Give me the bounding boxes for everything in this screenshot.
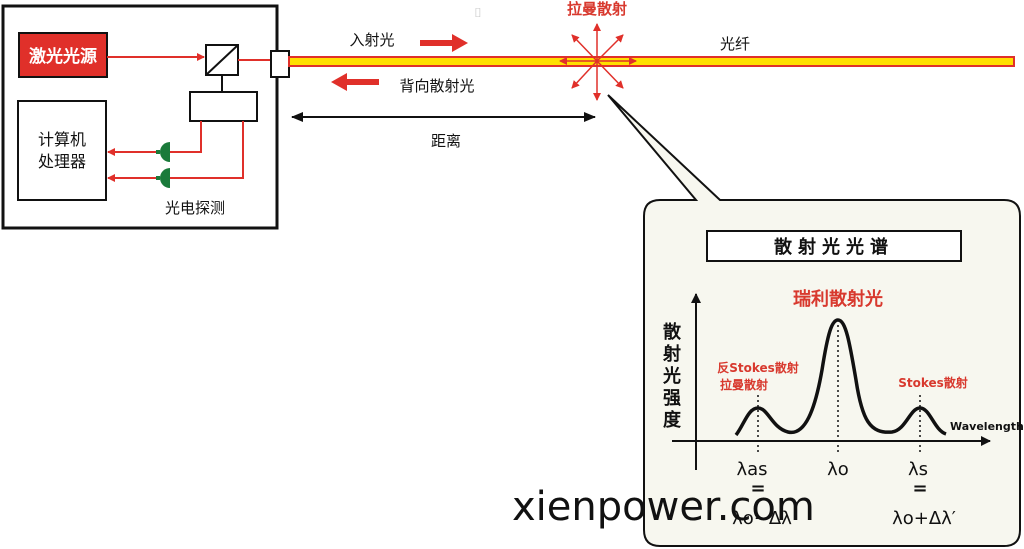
computer-box bbox=[17, 100, 107, 201]
eq-sign-as: = bbox=[750, 478, 765, 499]
photo-detect-label: 光电探测 bbox=[165, 199, 225, 217]
y-axis-char-3: 光 bbox=[662, 365, 681, 387]
detector-line-upper bbox=[170, 121, 202, 153]
fiber-connector bbox=[270, 50, 290, 78]
photodetector-lower-base bbox=[156, 176, 160, 180]
spectrum-curve bbox=[734, 318, 947, 437]
lambda-as-label: λas bbox=[736, 459, 767, 480]
stokes-label: Stokes散射 bbox=[898, 375, 968, 390]
y-axis-char-4: 强 bbox=[663, 388, 681, 409]
photodetector-upper bbox=[160, 142, 170, 162]
eq-sign-s: = bbox=[912, 478, 927, 499]
spectrum-title: 散射光光谱 bbox=[774, 236, 894, 258]
laser-source-box bbox=[18, 32, 108, 78]
splitter-diagonal bbox=[205, 44, 239, 76]
scatter-starburst bbox=[559, 23, 637, 101]
formula-as: λo−Δλ bbox=[732, 508, 792, 529]
photodetector-upper-base bbox=[156, 150, 160, 154]
backscatter-arrow bbox=[331, 73, 379, 91]
x-axis-label: Wavelength bbox=[950, 420, 1024, 433]
y-axis-char-5: 度 bbox=[663, 409, 682, 431]
anti-stokes-label-2: 拉曼散射 bbox=[720, 377, 768, 392]
spectrum-title-box bbox=[706, 230, 962, 262]
callout-bubble bbox=[607, 94, 1021, 547]
formula-s: λo+Δλ′ bbox=[892, 508, 956, 529]
distance-label: 距离 bbox=[431, 132, 461, 150]
optical-fiber bbox=[288, 56, 1015, 67]
y-axis-char-1: 散 bbox=[663, 321, 682, 343]
watermark-text: xienpower.com bbox=[512, 484, 815, 530]
filter-box bbox=[189, 91, 258, 122]
lambda-s-label: λs bbox=[908, 459, 928, 480]
detector-line-lower bbox=[170, 121, 244, 179]
y-axis-char-2: 射 bbox=[662, 343, 681, 365]
raman-scatter-label: 拉曼散射 bbox=[567, 0, 627, 18]
laser-source-label: 激光光源 bbox=[29, 46, 97, 67]
incident-light-label: 入射光 bbox=[349, 31, 394, 49]
backscatter-label: 背向散射光 bbox=[399, 77, 474, 95]
rayleigh-label: 瑞利散射光 bbox=[793, 288, 883, 310]
photodetector-lower bbox=[160, 168, 170, 188]
fiber-label: 光纤 bbox=[720, 35, 750, 53]
computer-label-1: 计算机 bbox=[38, 130, 86, 149]
computer-label-2: 处理器 bbox=[38, 152, 86, 171]
lambda-o-label: λo bbox=[827, 459, 849, 480]
incident-light-arrow bbox=[420, 34, 468, 52]
anti-stokes-label-1: 反Stokes散射 bbox=[717, 360, 799, 375]
stray-glyph: ⌷ bbox=[474, 6, 482, 21]
